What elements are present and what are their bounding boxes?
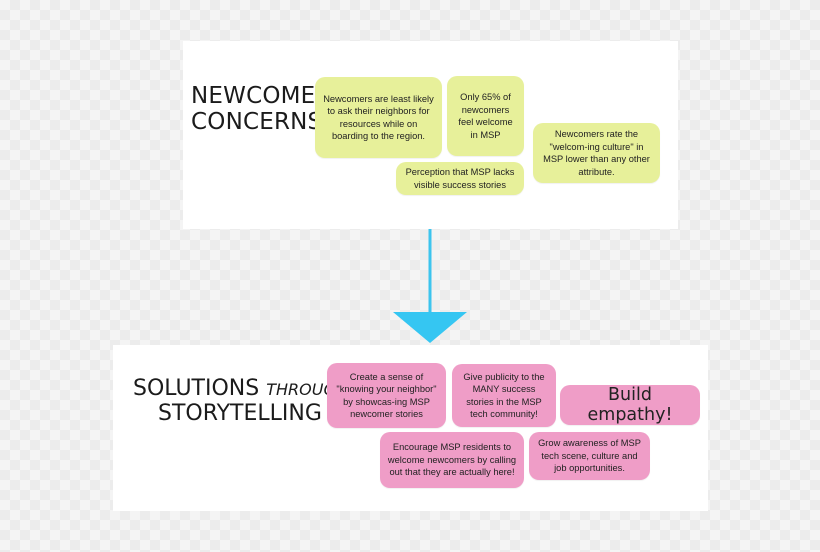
solution-note-encourage-residents: Encourage MSP residents to welcome newco… (380, 432, 524, 488)
solution-note-knowing-neighbor: Create a sense of "knowing your neighbor… (327, 363, 446, 428)
solutions-heading: SOLUTIONS THROUGH STORYTELLING (133, 376, 348, 427)
concern-note-success-stories: Perception that MSP lacks visible succes… (396, 162, 524, 195)
solutions-heading-main: SOLUTIONS (133, 376, 260, 401)
concern-note-welcome: Only 65% of newcomers feel welcome in MS… (447, 76, 524, 156)
concerns-heading: NEWCOMER CONCERNS (191, 83, 332, 136)
solutions-heading-line2: STORYTELLING (158, 401, 322, 427)
arrow-head (393, 312, 467, 343)
concern-note-culture: Newcomers rate the "welcom-ing culture" … (533, 123, 660, 183)
solution-note-publicity: Give publicity to the MANY success stori… (452, 364, 556, 427)
solution-note-build-empathy: Build empathy! (560, 385, 700, 425)
concerns-heading-line1: NEWCOMER (191, 83, 332, 109)
solution-note-tech-awareness: Grow awareness of MSP tech scene, cultur… (529, 432, 650, 480)
concerns-heading-line2: CONCERNS (191, 109, 323, 136)
concern-note-neighbors: Newcomers are least likely to ask their … (315, 77, 442, 158)
solutions-panel: SOLUTIONS THROUGH STORYTELLING Create a … (113, 345, 708, 511)
concerns-panel: NEWCOMER CONCERNS Newcomers are least li… (183, 41, 678, 229)
